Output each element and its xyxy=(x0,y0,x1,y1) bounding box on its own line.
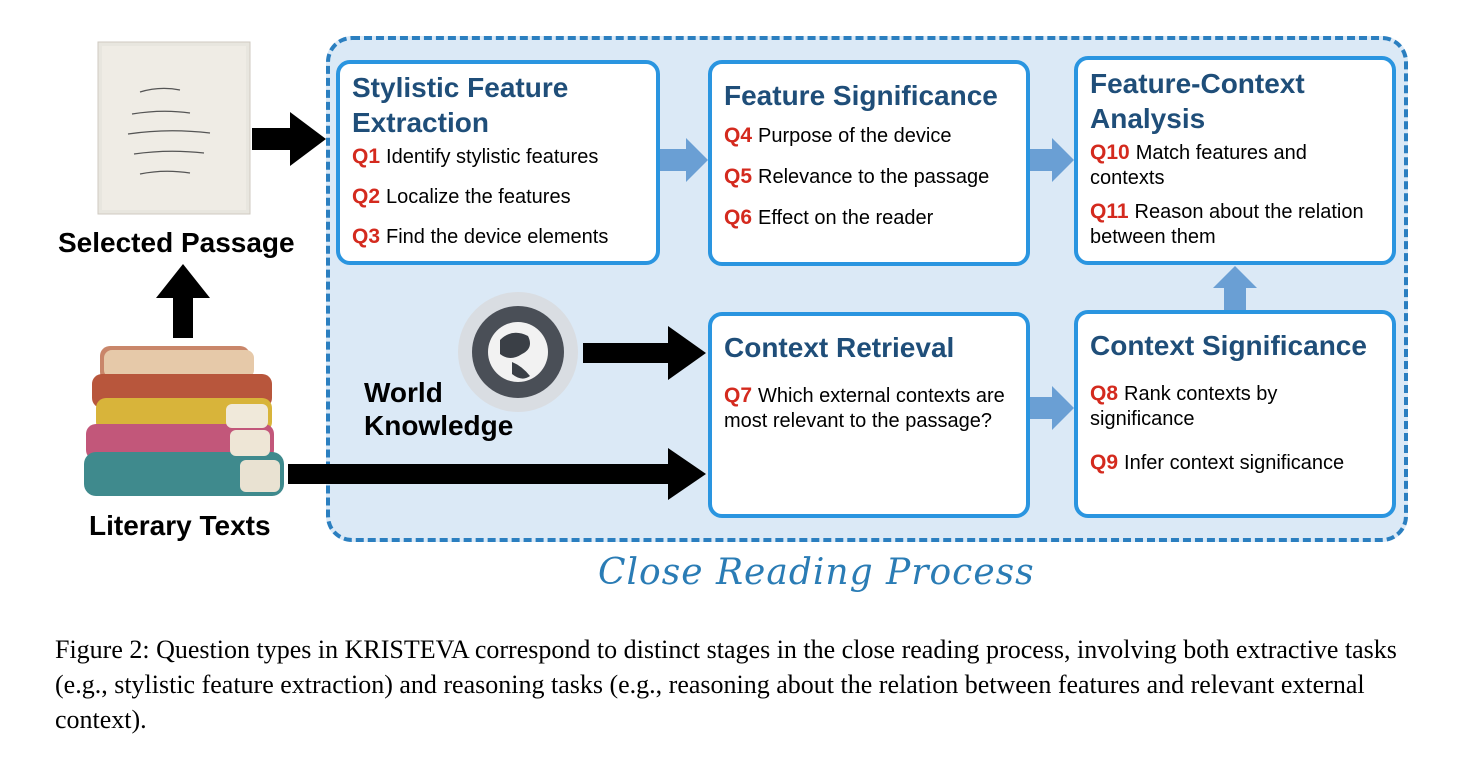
question-id: Q2 xyxy=(352,185,381,208)
question-text: Effect on the reader xyxy=(758,207,934,229)
question-text: Localize the features xyxy=(386,186,571,208)
selected-passage-label: Selected Passage xyxy=(58,227,295,258)
question-text: Relevance to the passage xyxy=(758,166,990,188)
arrow-retrieval-to-context-significance xyxy=(1030,386,1074,430)
question-id: Q4 xyxy=(724,124,753,147)
arrow-context-significance-to-analysis xyxy=(1213,266,1257,310)
question-id: Q7 xyxy=(724,384,753,407)
world-knowledge-globe-icon xyxy=(458,292,578,412)
arrow-texts-to-passage xyxy=(156,264,210,338)
question-text: Purpose of the device xyxy=(758,125,952,147)
arrow-passage-to-extraction xyxy=(252,112,326,166)
question-text: Reason about the relation between them xyxy=(1090,201,1364,248)
question-id: Q9 xyxy=(1090,451,1119,474)
question-id: Q5 xyxy=(724,165,753,188)
figure-caption: Figure 2: Question types in KRISTEVA cor… xyxy=(55,635,1397,734)
world-knowledge-label: World Knowledge xyxy=(364,377,514,441)
literary-texts-label: Literary Texts xyxy=(89,510,271,541)
question-text: Identify stylistic features xyxy=(386,146,599,168)
question-id: Q6 xyxy=(724,206,753,229)
arrow-extraction-to-significance xyxy=(660,138,708,182)
question-text: Infer context significance xyxy=(1124,452,1345,474)
literary-texts-books-icon xyxy=(84,346,284,496)
close-reading-process-title: Close Reading Process xyxy=(598,552,1035,593)
arrow-texts-to-retrieval xyxy=(288,448,706,500)
question-id: Q1 xyxy=(352,145,381,168)
question-text: Match features and contexts xyxy=(1090,142,1307,189)
question-id: Q10 xyxy=(1090,141,1130,164)
question-text: Find the device elements xyxy=(386,226,609,248)
question-id: Q8 xyxy=(1090,382,1119,405)
question-text: Which external contexts are most relevan… xyxy=(724,385,1005,432)
selected-passage-image xyxy=(97,41,251,215)
stage-title: Context Significance xyxy=(1090,330,1367,361)
diagram-graphics xyxy=(84,41,1257,500)
stage-title: Feature-Context Analysis xyxy=(1090,68,1305,134)
stage-title: Feature Significance xyxy=(724,80,998,111)
arrow-significance-to-analysis xyxy=(1030,138,1074,182)
stage-title: Context Retrieval xyxy=(724,332,955,363)
arrow-world-to-retrieval xyxy=(583,326,706,380)
stage-title: Stylistic Feature Extraction xyxy=(352,72,569,138)
question-id: Q3 xyxy=(352,225,381,248)
question-text: Rank contexts by significance xyxy=(1090,383,1278,430)
question-id: Q11 xyxy=(1090,200,1129,223)
